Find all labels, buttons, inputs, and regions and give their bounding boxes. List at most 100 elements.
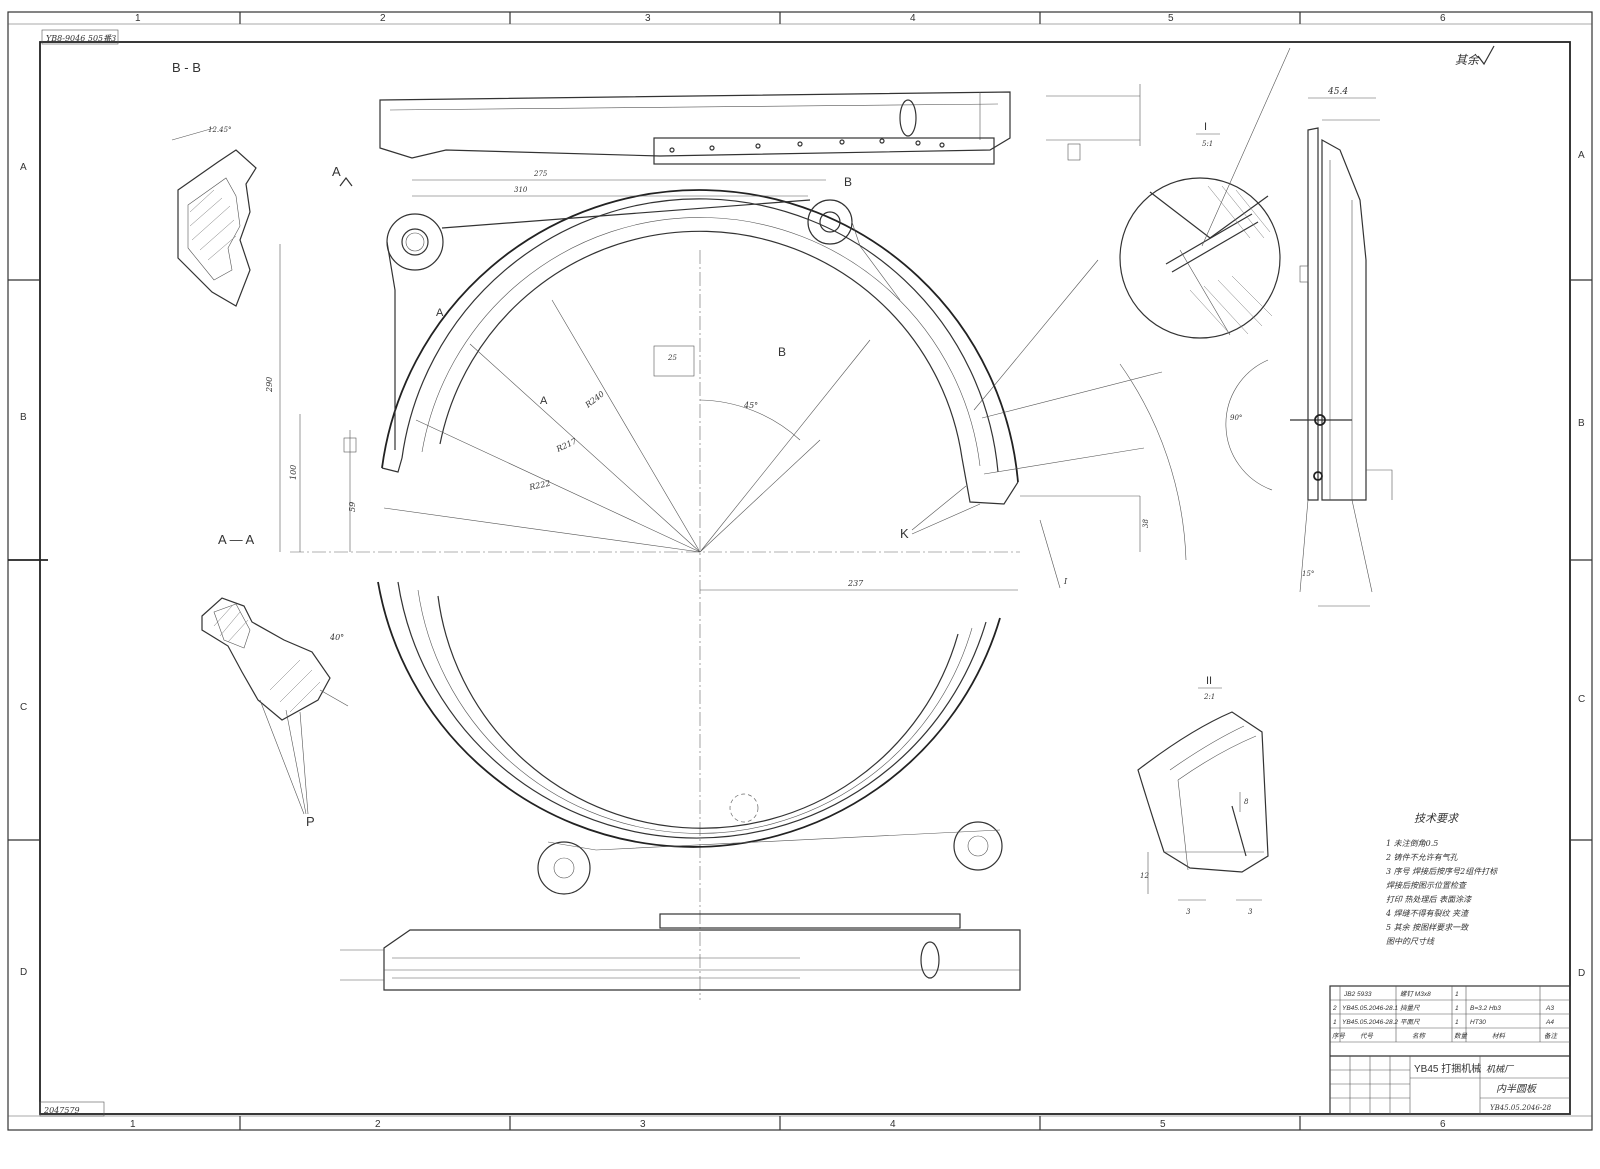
bottom-left-stamp: 2047579	[39, 1101, 105, 1117]
dim-59: 59	[348, 502, 357, 512]
section-bb-label: B - B	[172, 60, 201, 75]
dim-25: 25	[667, 354, 677, 362]
svg-text:2047579: 2047579	[43, 1106, 80, 1115]
tb-r1-c5: A3	[1545, 1005, 1554, 1012]
grid-col-2-top: 2	[380, 13, 386, 24]
tb-r1-c3: 1	[1455, 1005, 1459, 1012]
lower-arc-view: 237	[377, 579, 1018, 895]
drawing-frame	[7, 11, 1593, 1131]
tb-r3-c4: 材料	[1492, 1032, 1506, 1040]
tb-r0-c1: JB2 5933	[1343, 991, 1372, 998]
tech-req-line-8: 图中的尺寸线	[1386, 937, 1435, 946]
dim-310: 310	[514, 186, 528, 194]
tb-r2-c2: 平面尺	[1400, 1018, 1420, 1026]
section-aa-label: A — A	[218, 532, 254, 547]
dim-45-4: 45.4	[1327, 87, 1348, 97]
grid-col-1-bottom: 1	[130, 1119, 136, 1130]
detail-I-scale: 5:1	[1202, 140, 1213, 148]
tech-req-line-2: 2 铸件不允许有气孔	[1385, 853, 1459, 862]
label-K: K	[900, 526, 909, 541]
tb-r2-c4: HT30	[1470, 1019, 1486, 1026]
svg-text:YB8-9046 505番3: YB8-9046 505番3	[46, 34, 116, 43]
detail-I-view: I 5:1	[1119, 47, 1291, 339]
tb-r1-c1: YB45.05.2046-28.1	[1342, 1005, 1398, 1012]
dim-100: 100	[289, 465, 298, 480]
detail-II-scale: 2:1	[1203, 693, 1215, 701]
tech-req-line-1: 1 未注倒角0.5	[1386, 839, 1438, 848]
main-arc-view: R240 R217 R222 45° 290 100 59 275 310 25…	[265, 164, 1187, 1000]
angle-15deg: 15°	[1302, 570, 1314, 578]
top-edge-view	[379, 84, 1141, 165]
tech-req-line-4: 焊接后按图示位置检查	[1386, 881, 1467, 890]
technical-requirements: 技术要求 1 未注倒角0.5 2 铸件不允许有气孔 3 序号 焊接后按序号2组件…	[1385, 812, 1498, 946]
section-marker-A-mid: A	[540, 395, 548, 407]
tb-r1-c4: B=3.2 Hb3	[1470, 1005, 1501, 1012]
label-P: P	[306, 814, 315, 829]
section-aa-view: A — A 40° P	[201, 532, 349, 829]
dim-12: 12	[1140, 872, 1149, 880]
tb-company: 机械厂	[1486, 1064, 1515, 1075]
svg-text:12.45°: 12.45°	[208, 126, 232, 134]
radius-R217: R217	[554, 436, 579, 454]
grid-col-1-top: 1	[135, 13, 141, 24]
tb-r2-c3: 1	[1455, 1019, 1459, 1026]
tb-r3-c0: 序号	[1332, 1032, 1346, 1040]
tb-r1-c0: 2	[1332, 1005, 1337, 1012]
dim-3a: 3	[1186, 908, 1191, 916]
detail-I-label: I	[1204, 121, 1207, 133]
detail-II-view: II 2:1 3 3 12 8	[1137, 675, 1269, 916]
grid-col-2-bottom: 2	[375, 1119, 381, 1130]
tb-r2-c0: 1	[1333, 1019, 1337, 1026]
grid-col-3-top: 3	[645, 13, 651, 24]
dim-38: 38	[1142, 519, 1150, 528]
dim-275: 275	[533, 170, 548, 178]
top-view-holes	[669, 138, 945, 153]
grid-col-6-bottom: 6	[1440, 1119, 1446, 1130]
section-marker-B-top: B	[844, 175, 852, 189]
section-marker-A-left: A	[436, 307, 444, 319]
grid-row-B-right: B	[1578, 418, 1585, 429]
angle-90deg: 90°	[1230, 414, 1242, 422]
grid-col-5-top: 5	[1168, 13, 1174, 24]
grid-row-C-left: C	[20, 702, 27, 713]
grid-col-4-top: 4	[910, 13, 916, 24]
radius-R222: R222	[528, 479, 552, 492]
grid-col-3-bottom: 3	[640, 1119, 646, 1130]
tech-req-title: 技术要求	[1414, 812, 1460, 825]
tech-req-line-3: 3 序号 焊接后按序号2组件打标	[1386, 867, 1498, 876]
grid-row-A-right: A	[1578, 150, 1585, 161]
tech-req-line-7: 5 其余 按图样要求一致	[1386, 923, 1469, 932]
svg-text:其余: 其余	[1455, 53, 1481, 67]
tb-r0-c2: 螺钉 M3x8	[1400, 990, 1431, 998]
dim-290: 290	[265, 377, 274, 393]
tb-part-name: 内半圆板	[1496, 1083, 1538, 1095]
grid-row-B-left: B	[20, 412, 27, 423]
tb-r3-c5: 备注	[1544, 1032, 1559, 1040]
section-bb-view: B - B 12.45°	[171, 60, 257, 307]
detail-II-label: II	[1206, 675, 1212, 687]
tb-product-name: YB45 打捆机械	[1414, 1062, 1481, 1075]
tech-req-line-5: 打印 热处理后 表面涂漆	[1386, 895, 1472, 904]
tb-r3-c2: 名称	[1412, 1032, 1427, 1040]
tb-r2-c1: YB45.05.2046-28.2	[1342, 1019, 1398, 1026]
tb-r3-c3: 数量	[1454, 1032, 1469, 1040]
detail-I-marker: I	[1063, 577, 1068, 586]
grid-labels: 1 2 3 4 5 6 1 2 3 4 5 6 A B C D A B C D	[20, 13, 1585, 1130]
section-marker-A-top: A	[332, 164, 341, 179]
tb-r0-c3: 1	[1455, 991, 1459, 998]
tb-drawing-number: YB45.05.2046-28	[1490, 1104, 1552, 1112]
side-view: 45.4 90° 15°	[1225, 87, 1393, 607]
dim-3b: 3	[1248, 908, 1253, 916]
grid-col-4-bottom: 4	[890, 1119, 896, 1130]
tech-req-line-6: 4 焊缝不得有裂纹 夹渣	[1385, 909, 1470, 918]
section-marker-B-mid: B	[778, 345, 786, 359]
top-left-stamp: YB8-9046 505番3	[41, 29, 119, 45]
surface-finish-note: 其余	[1455, 45, 1495, 67]
grid-row-D-right: D	[1578, 968, 1585, 979]
radial-lines	[383, 299, 871, 553]
tb-r1-c2: 挡量尺	[1400, 1004, 1420, 1012]
tb-r2-c5: A4	[1545, 1019, 1554, 1026]
angle-45deg: 45°	[743, 401, 758, 410]
grid-row-A-left: A	[20, 162, 27, 173]
